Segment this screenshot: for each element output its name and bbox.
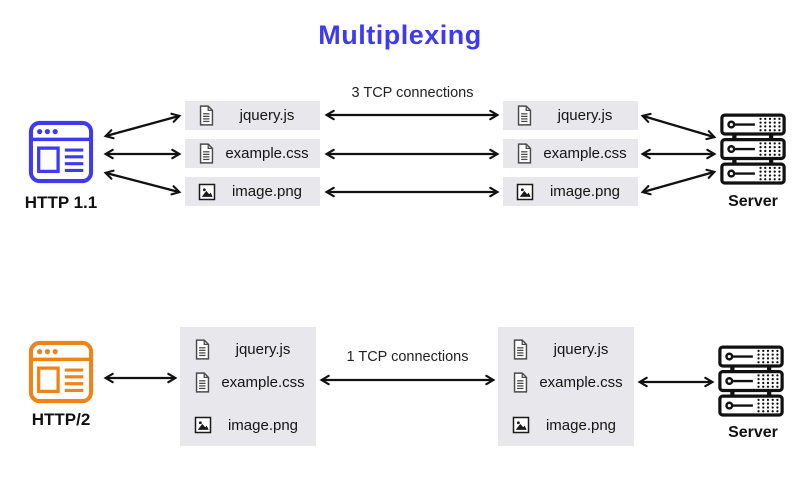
connection-arrow [640, 112, 717, 141]
image-icon [516, 181, 534, 203]
connection-arrow [103, 112, 182, 140]
connection-arrow [640, 168, 717, 196]
connection-arrow [103, 169, 182, 196]
file-chip: jquery.js [503, 101, 638, 130]
file-row: jquery.js [498, 337, 634, 361]
file-text-icon [516, 105, 534, 127]
file-chip: image.png [503, 177, 638, 206]
connection-count-label: 3 TCP connections [351, 85, 474, 101]
file-row: example.css [180, 370, 316, 394]
file-name: jquery.js [235, 340, 291, 358]
file-chip: example.css [503, 139, 638, 168]
client-label-http2: HTTP/2 [31, 410, 91, 429]
image-icon [198, 181, 216, 203]
file-group-box: jquery.js example.css image.png [498, 327, 634, 446]
file-row: example.css [498, 370, 634, 394]
file-name: image.png [549, 183, 621, 200]
browser-icon [28, 340, 94, 404]
file-name: image.png [545, 416, 617, 434]
file-name: jquery.js [239, 107, 295, 124]
file-text-icon [198, 143, 216, 165]
file-text-icon [512, 338, 530, 360]
file-name: jquery.js [553, 340, 609, 358]
page-title: Multiplexing [318, 20, 482, 50]
server-icon [720, 112, 786, 188]
file-text-icon [512, 371, 530, 393]
file-row: image.png [180, 413, 316, 437]
file-name: example.css [221, 373, 305, 391]
server-label: Server [728, 193, 778, 210]
file-group-box: jquery.js example.css image.png [180, 327, 316, 446]
file-name: image.png [231, 183, 303, 200]
file-chip: example.css [185, 139, 320, 168]
file-text-icon [194, 338, 212, 360]
file-name: jquery.js [557, 107, 613, 124]
client-label-http11: HTTP 1.1 [24, 193, 98, 212]
file-text-icon [198, 105, 216, 127]
image-icon [512, 414, 530, 436]
server-icon [718, 344, 784, 420]
connection-count-label: 1 TCP connections [346, 349, 469, 365]
file-row: jquery.js [180, 337, 316, 361]
file-chip: jquery.js [185, 101, 320, 130]
image-icon [194, 414, 212, 436]
file-name: image.png [227, 416, 299, 434]
file-name: example.css [543, 145, 627, 162]
browser-icon [28, 120, 94, 184]
file-chip: image.png [185, 177, 320, 206]
file-text-icon [194, 371, 212, 393]
server-label: Server [728, 424, 778, 441]
file-text-icon [516, 143, 534, 165]
file-row: image.png [498, 413, 634, 437]
file-name: example.css [225, 145, 309, 162]
file-name: example.css [539, 373, 623, 391]
